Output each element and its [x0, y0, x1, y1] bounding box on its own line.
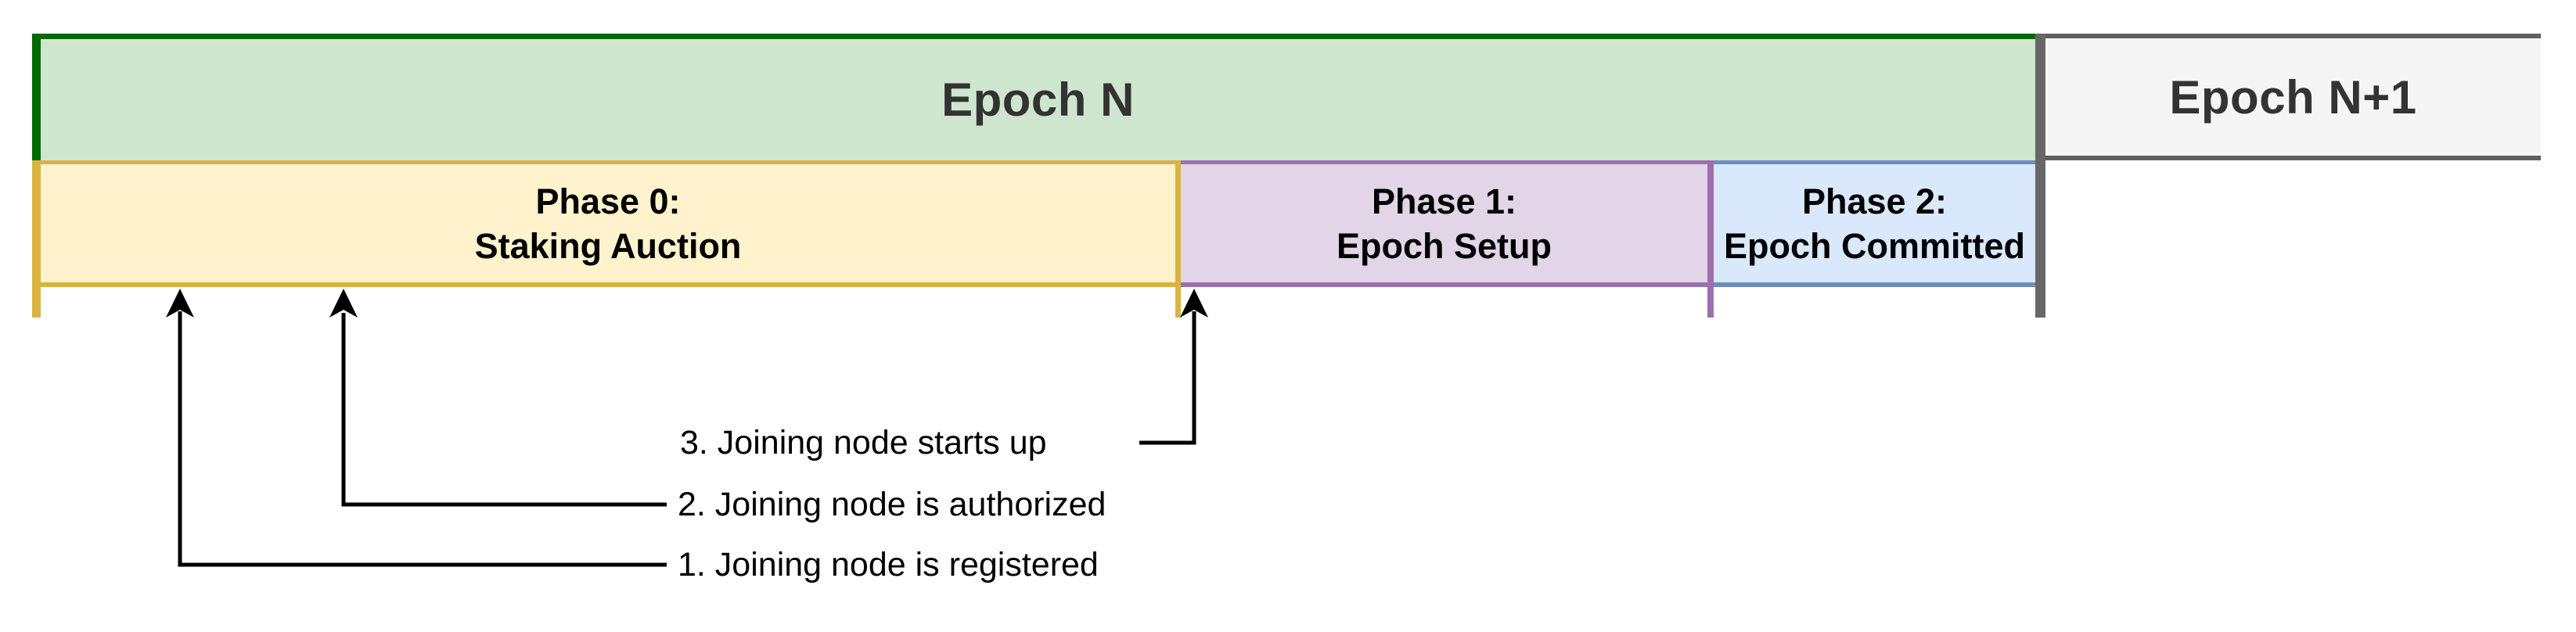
arrow-event-1: [166, 289, 667, 567]
epoch-n1-bar: Epoch N+1: [2045, 34, 2541, 160]
epoch-boundary-divider: [2035, 34, 2045, 318]
phase-1-title: Phase 1:: [1371, 181, 1517, 221]
phase-1-subtitle: Epoch Setup: [1336, 225, 1552, 266]
phase-0-title: Phase 0:: [535, 181, 681, 221]
phase-1-end-tick: [1707, 287, 1714, 318]
arrow-event-2: [329, 289, 667, 507]
phase-2-title: Phase 2:: [1801, 181, 1948, 221]
phase-0-end-tick: [1175, 287, 1181, 318]
event-label-node-starts-up: 3. Joining node starts up: [680, 424, 1047, 461]
phase-2-box: Phase 2: Epoch Committed: [1714, 160, 2035, 287]
epoch-n-bar: Epoch N: [32, 34, 2035, 160]
event-label-node-authorized: 2. Joining node is authorized: [678, 486, 1106, 523]
phase-0-box: Phase 0: Staking Auction: [32, 160, 1181, 287]
epoch-n-label: Epoch N: [941, 74, 1135, 126]
arrow-event-3: [1139, 289, 1208, 445]
phase-0-subtitle: Staking Auction: [474, 225, 742, 266]
phase-1-box: Phase 1: Epoch Setup: [1181, 160, 1714, 287]
epoch-n1-label: Epoch N+1: [2169, 70, 2417, 124]
event-label-node-registered: 1. Joining node is registered: [678, 546, 1099, 584]
phase-2-subtitle: Epoch Committed: [1723, 225, 2025, 266]
phase-0-start-tick: [32, 287, 41, 318]
